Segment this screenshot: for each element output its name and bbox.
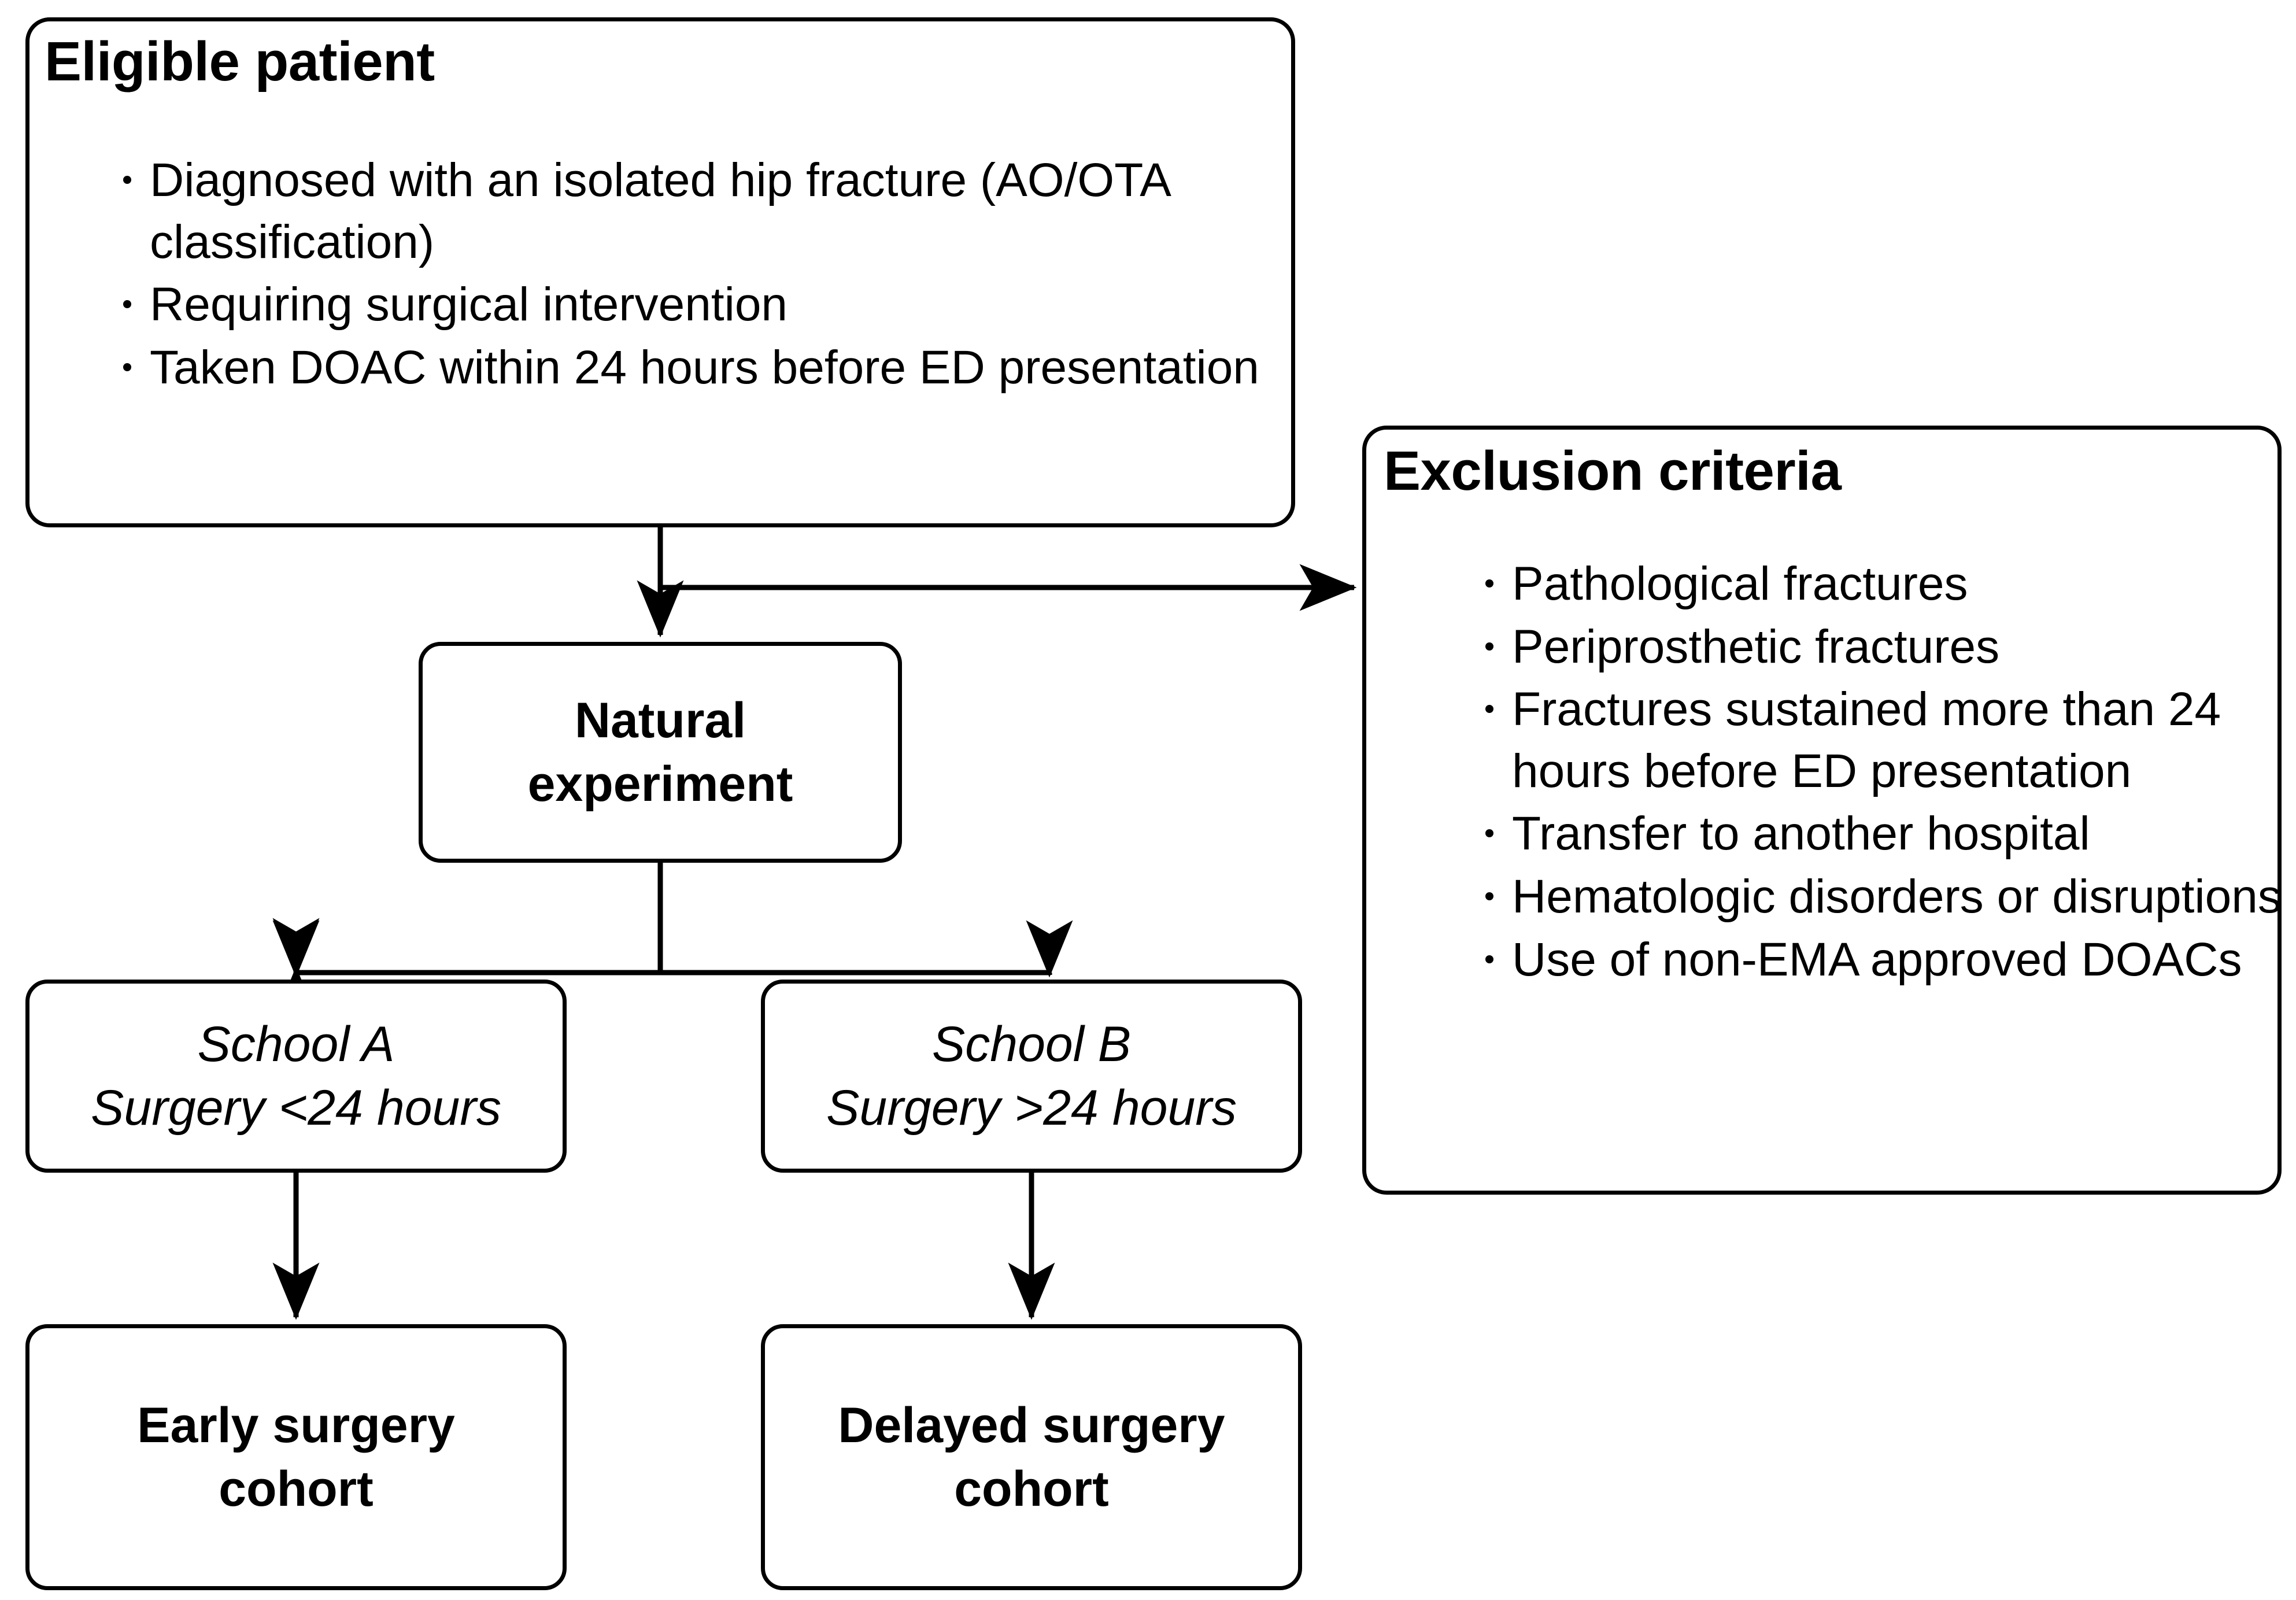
exclusion-criteria-title: Exclusion criteria [1384,440,1842,502]
school-a-label: School A Surgery <24 hours [91,1016,501,1136]
natural-experiment-label: Natural experiment [527,692,793,812]
delayed-surgery-cohort-label: Delayed surgery cohort [838,1397,1225,1517]
node-eligible-patient: Eligible patient Diagnosed with an isola… [25,17,1295,527]
node-exclusion-criteria: Exclusion criteria Pathological fracture… [1362,426,2282,1195]
list-item: Taken DOAC within 24 hours before ED pre… [114,337,1291,399]
list-item: Requiring surgical intervention [114,274,1291,336]
node-natural-experiment: Natural experiment [419,642,902,863]
early-surgery-cohort-label: Early surgery cohort [137,1397,455,1517]
list-item: Periprosthetic fractures [1476,616,2277,678]
school-b-label: School B Surgery >24 hours [826,1016,1237,1136]
node-school-a: School A Surgery <24 hours [25,980,567,1173]
list-item: Hematologic disorders or disruptions [1476,866,2277,928]
eligible-patient-bullets: Diagnosed with an isolated hip fracture … [114,150,1291,400]
list-item: Transfer to another hospital [1476,803,2277,865]
list-item: Use of non-EMA approved DOACs [1476,929,2277,991]
node-early-surgery-cohort: Early surgery cohort [25,1324,567,1590]
edge-natural-to-schools [293,863,1049,975]
list-item: Fractures sustained more than 24 hours b… [1476,679,2277,802]
list-item: Diagnosed with an isolated hip fracture … [114,150,1291,273]
node-delayed-surgery-cohort: Delayed surgery cohort [761,1324,1302,1590]
list-item: Pathological fractures [1476,553,2277,615]
exclusion-criteria-bullets: Pathological fractures Periprosthetic fr… [1476,553,2277,992]
node-school-b: School B Surgery >24 hours [761,980,1302,1173]
eligible-patient-title: Eligible patient [45,31,435,93]
